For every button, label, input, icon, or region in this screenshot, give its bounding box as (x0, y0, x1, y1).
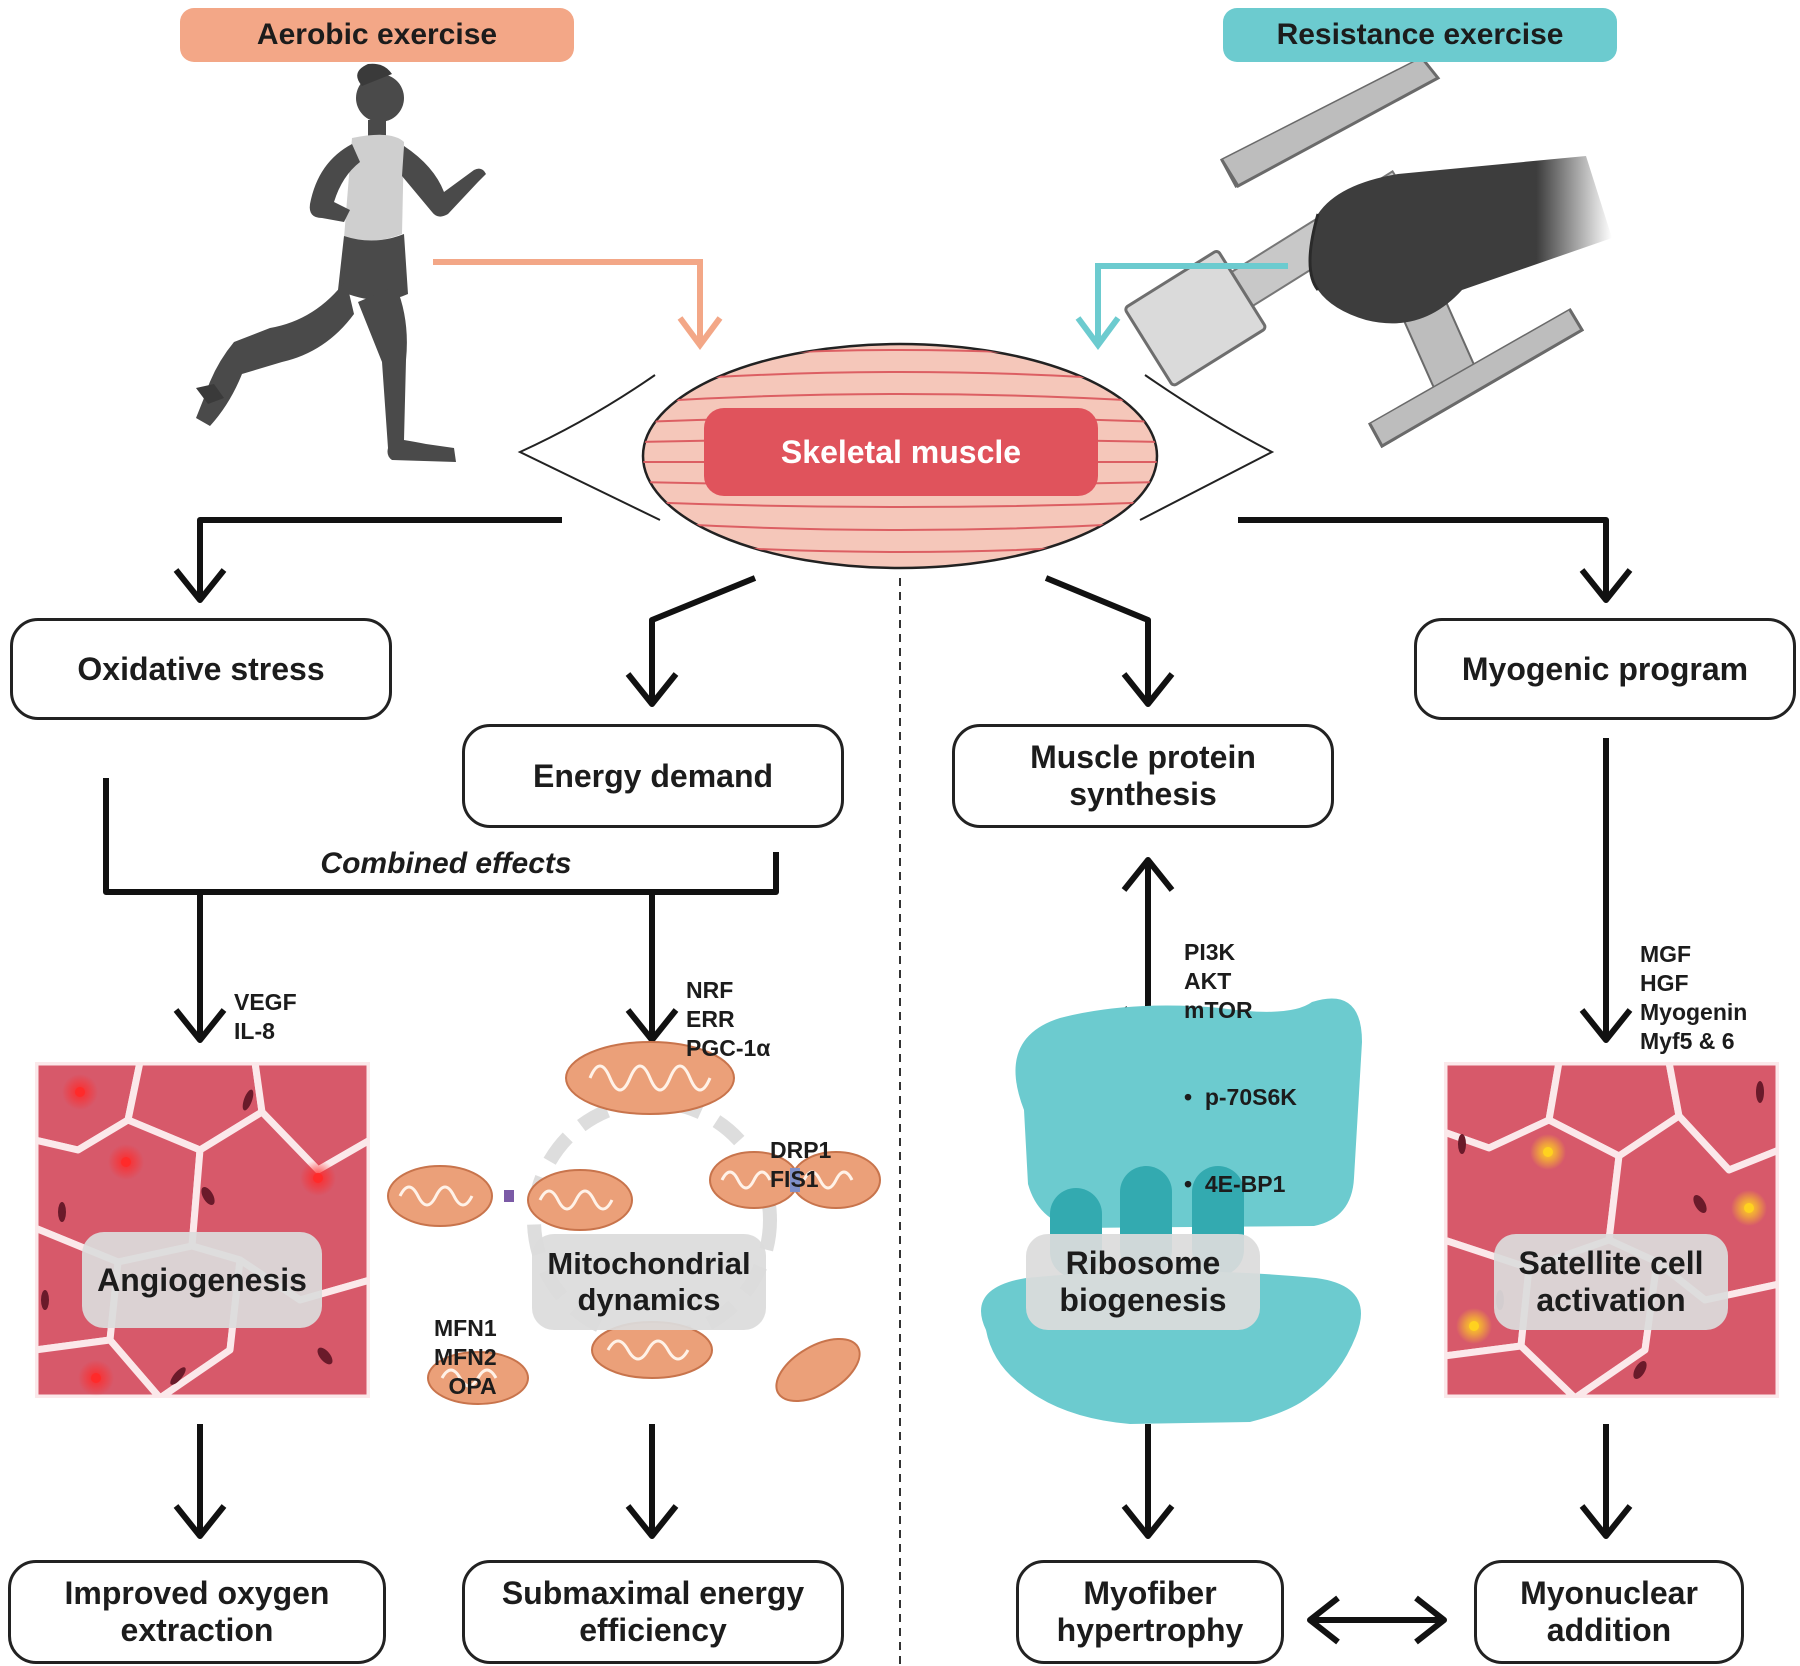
energy-demand-box: Energy demand (462, 724, 844, 828)
dumbbell-illustration (1124, 56, 1612, 449)
improved-oxygen-extraction-box: Improved oxygen extraction (8, 1560, 386, 1664)
ribosome-illustration (981, 998, 1362, 1424)
flow-arrows (103, 517, 1633, 1645)
skeletal-muscle (517, 342, 1275, 570)
angiogenesis-tissue (35, 1062, 370, 1398)
ribosome-biogenesis-label: Ribosome biogenesis (1026, 1234, 1260, 1330)
myogenic-program-box: Myogenic program (1414, 618, 1796, 720)
mitochondria-cycle (387, 1041, 881, 1405)
myonuclear-addition-box: Myonuclear addition (1474, 1560, 1744, 1664)
aerobic-exercise-label: Aerobic exercise (256, 17, 498, 51)
resistance-exercise-label: Resistance exercise (1276, 17, 1564, 51)
aerobic-input-arrow (433, 259, 703, 345)
submaximal-energy-efficiency-box: Submaximal energy efficiency (462, 1560, 844, 1664)
muscle-protein-synthesis-box: Muscle protein synthesis (952, 724, 1334, 828)
oxidative-stress-box: Oxidative stress (10, 618, 392, 720)
resistance-input-arrow (1095, 263, 1288, 345)
skeletal-muscle-label: Skeletal muscle (780, 433, 1022, 470)
mitochondrial-dynamics-label: Mitochondrial dynamics (532, 1234, 766, 1330)
angiogenesis-label: Angiogenesis (82, 1232, 322, 1328)
myofiber-hypertrophy-box: Myofiber hypertrophy (1016, 1560, 1284, 1664)
runner-illustration (196, 63, 486, 462)
satellite-cell-activation-label: Satellite cell activation (1494, 1234, 1728, 1330)
combined-effects-label: Combined effects (320, 846, 572, 880)
resistance-pill-bg (1223, 8, 1617, 62)
aerobic-pill-bg (180, 8, 574, 62)
satellite-tissue (1444, 1062, 1779, 1398)
